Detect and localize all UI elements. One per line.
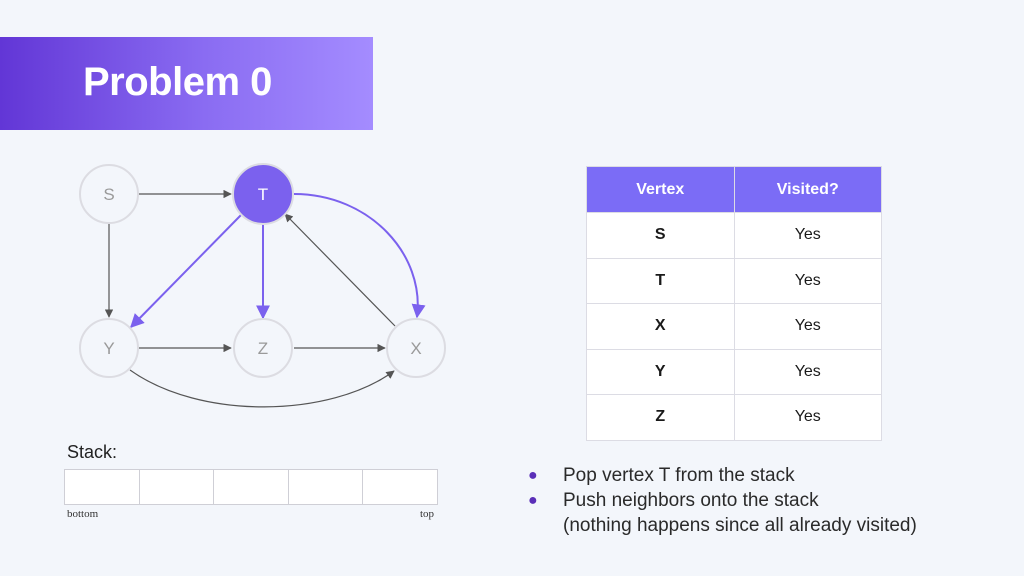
node-s: S <box>79 164 139 224</box>
vertex-cell: Z <box>586 394 735 441</box>
visited-cell: Yes <box>733 303 882 350</box>
edge-x-t <box>284 213 396 327</box>
bullet-list: ● Pop vertex T from the stack ● Push nei… <box>528 463 917 538</box>
visited-cell: Yes <box>733 394 882 441</box>
stack-top-label: top <box>420 508 435 520</box>
node-y: Y <box>79 318 139 378</box>
header-vertex: Vertex <box>586 166 735 213</box>
node-z: Z <box>233 318 293 378</box>
node-t-label: T <box>258 185 268 204</box>
visited-table: Vertex Visited? S Yes T Yes X Yes Y Yes … <box>586 166 882 441</box>
table-header-row: Vertex Visited? <box>586 166 882 213</box>
slide-title: Problem 0 <box>83 60 272 104</box>
stack-cell <box>65 470 140 504</box>
vertex-cell: Y <box>586 348 735 395</box>
node-x: X <box>386 318 446 378</box>
node-y-label: Y <box>103 339 114 358</box>
bullet-icon: ● <box>528 492 538 509</box>
node-t: T <box>232 163 294 225</box>
list-item: ● Push neighbors onto the stack <box>528 488 917 513</box>
vertex-cell: S <box>586 212 735 259</box>
table-row: Z Yes <box>586 394 882 441</box>
stack-container <box>64 469 438 505</box>
list-item: ● Pop vertex T from the stack <box>528 463 917 488</box>
edge-t-y <box>130 214 242 328</box>
table-row: T Yes <box>586 257 882 304</box>
bullet-text: Pop vertex T from the stack <box>563 465 795 486</box>
node-x-label: X <box>410 339 421 358</box>
bullet-text: Push neighbors onto the stack <box>563 490 819 511</box>
stack-cell <box>289 470 364 504</box>
table-row: X Yes <box>586 303 882 350</box>
bullet-sub-note: (nothing happens since all already visit… <box>563 515 917 536</box>
node-z-label: Z <box>258 339 268 358</box>
stack-cell <box>363 470 437 504</box>
header-visited: Visited? <box>733 166 882 213</box>
stack-label: Stack: <box>67 442 118 462</box>
bullet-icon: ● <box>528 467 538 484</box>
node-s-label: S <box>103 185 114 204</box>
visited-cell: Yes <box>733 348 882 395</box>
edge-y-x <box>129 369 395 408</box>
stack-cell <box>140 470 215 504</box>
stack-cell <box>214 470 289 504</box>
vertex-cell: X <box>586 303 735 350</box>
visited-cell: Yes <box>733 212 882 259</box>
vertex-cell: T <box>586 257 735 304</box>
table-row: Y Yes <box>586 348 882 395</box>
visited-cell: Yes <box>733 257 882 304</box>
title-banner <box>0 37 373 130</box>
table-row: S Yes <box>586 212 882 259</box>
edge-t-x <box>293 193 426 319</box>
stack-bottom-label: bottom <box>67 508 99 520</box>
